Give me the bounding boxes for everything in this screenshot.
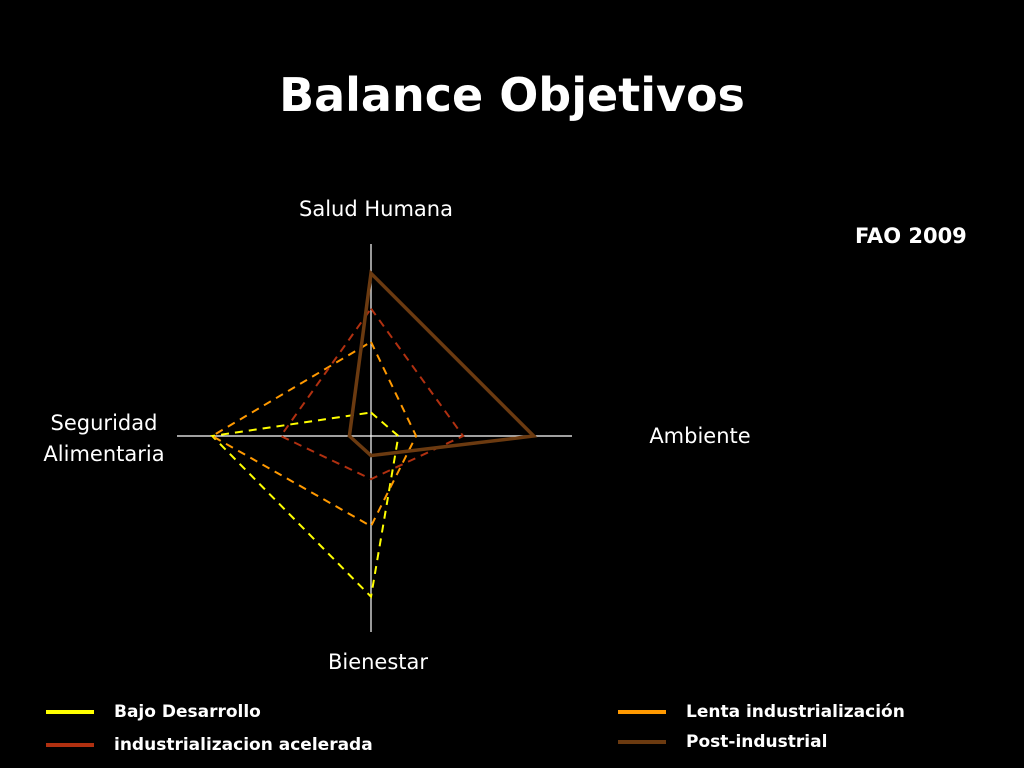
axis-label-left-line2: Alimentaria	[43, 442, 165, 466]
legend-label: Bajo Desarrollo	[114, 702, 261, 722]
legend-item-bajo-desarrollo: Bajo Desarrollo	[46, 702, 261, 722]
source-label: FAO 2009	[855, 224, 967, 248]
legend-item-post-industrial: Post-industrial	[618, 732, 827, 752]
legend-item-lenta-industrializacion: Lenta industrialización	[618, 702, 905, 722]
legend-label: Lenta industrialización	[686, 702, 905, 722]
axis-label-left: Seguridad Alimentaria	[32, 408, 176, 470]
legend-label: Post-industrial	[686, 732, 828, 752]
legend-swatch	[46, 710, 94, 714]
axis-label-right: Ambiente	[649, 424, 751, 448]
axis-label-bottom: Bienestar	[327, 650, 429, 674]
slide-title: Balance Objetivos	[279, 68, 745, 122]
legend-label: industrializacion acelerada	[114, 735, 373, 755]
series-layer	[210, 269, 538, 599]
legend-swatch	[46, 743, 94, 747]
series-post-industrial	[347, 269, 538, 458]
legend-item-industrializacion-acelerada: industrializacion acelerada	[46, 735, 373, 755]
axis-label-left-line1: Seguridad	[50, 411, 158, 435]
series-lenta-industrializacion	[210, 340, 418, 528]
axis-label-top: Salud Humana	[299, 197, 453, 221]
series-industrializacion-acelerada	[279, 306, 465, 481]
legend-swatch	[618, 740, 666, 744]
legend-swatch	[618, 710, 666, 714]
